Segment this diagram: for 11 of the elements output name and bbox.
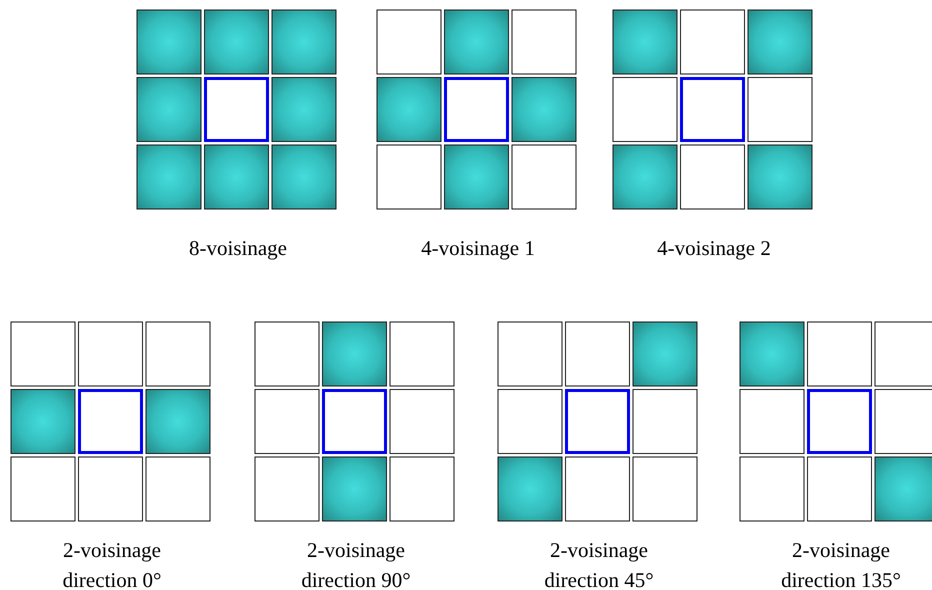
grid-caption: direction 45°	[544, 567, 654, 590]
grid-caption: direction 90°	[301, 567, 411, 590]
grid-caption: 2-voisinage	[550, 537, 648, 564]
grid-caption: direction 135°	[781, 567, 901, 590]
grid-caption: 4-voisinage 1	[421, 235, 535, 262]
grid-caption: 2-voisinage	[63, 537, 161, 564]
grid-caption: 2-voisinage	[792, 537, 890, 564]
grid-caption: 4-voisinage 2	[657, 235, 771, 262]
grid-caption: direction 0°	[62, 567, 162, 590]
grid-caption: 8-voisinage	[189, 235, 287, 262]
grid-caption: 2-voisinage	[307, 537, 405, 564]
